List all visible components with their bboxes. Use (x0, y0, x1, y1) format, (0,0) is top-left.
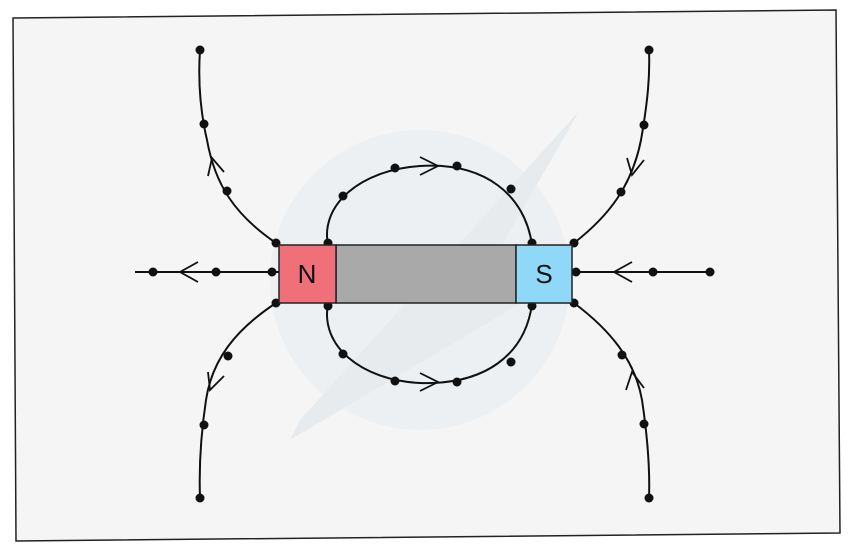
arrow-top-arch-icon (419, 156, 441, 176)
dot (648, 267, 658, 277)
dot (195, 45, 205, 55)
dot (390, 163, 400, 173)
dot (267, 267, 277, 277)
dot (705, 267, 715, 277)
dot (390, 376, 400, 386)
bar-magnet: N S (278, 244, 573, 304)
dot (222, 186, 232, 196)
south-pole (515, 244, 573, 304)
dot (616, 187, 626, 197)
arrow-right-horizontal-icon (612, 261, 633, 283)
dot (639, 120, 649, 130)
dot (338, 191, 348, 201)
dot (571, 267, 581, 277)
magnet-body (335, 244, 517, 304)
north-pole-label: N (298, 259, 317, 289)
arrow-bottom-arch-icon (419, 372, 441, 392)
dot (452, 161, 462, 171)
dot (644, 45, 654, 55)
field-line-top-arch (325, 164, 533, 246)
dot (223, 351, 233, 361)
field-lines (135, 49, 712, 499)
dot (195, 493, 205, 503)
dot (211, 267, 221, 277)
field-line-top-right (573, 49, 651, 244)
arrow-left-horizontal-icon (178, 261, 199, 283)
north-pole (278, 244, 337, 304)
field-line-top-left (198, 49, 277, 244)
field-line-bottom-right (573, 302, 651, 499)
arrow-top-left-icon (207, 156, 225, 177)
south-pole-label: S (535, 259, 552, 289)
dot (199, 119, 209, 129)
field-line-bottom-left (198, 302, 277, 499)
dot (338, 349, 348, 359)
dot (506, 357, 516, 367)
arrow-bottom-left-icon (207, 371, 225, 392)
dot (148, 267, 158, 277)
dot (639, 419, 649, 429)
dot (452, 377, 462, 387)
arrow-top-right-icon (626, 157, 645, 177)
field-arrows (178, 156, 645, 392)
arrow-bottom-right-icon (625, 370, 645, 391)
dot (506, 184, 516, 194)
field-line-bottom-arch (325, 303, 533, 385)
dot (644, 493, 654, 503)
dot (617, 350, 627, 360)
dot (199, 420, 209, 430)
